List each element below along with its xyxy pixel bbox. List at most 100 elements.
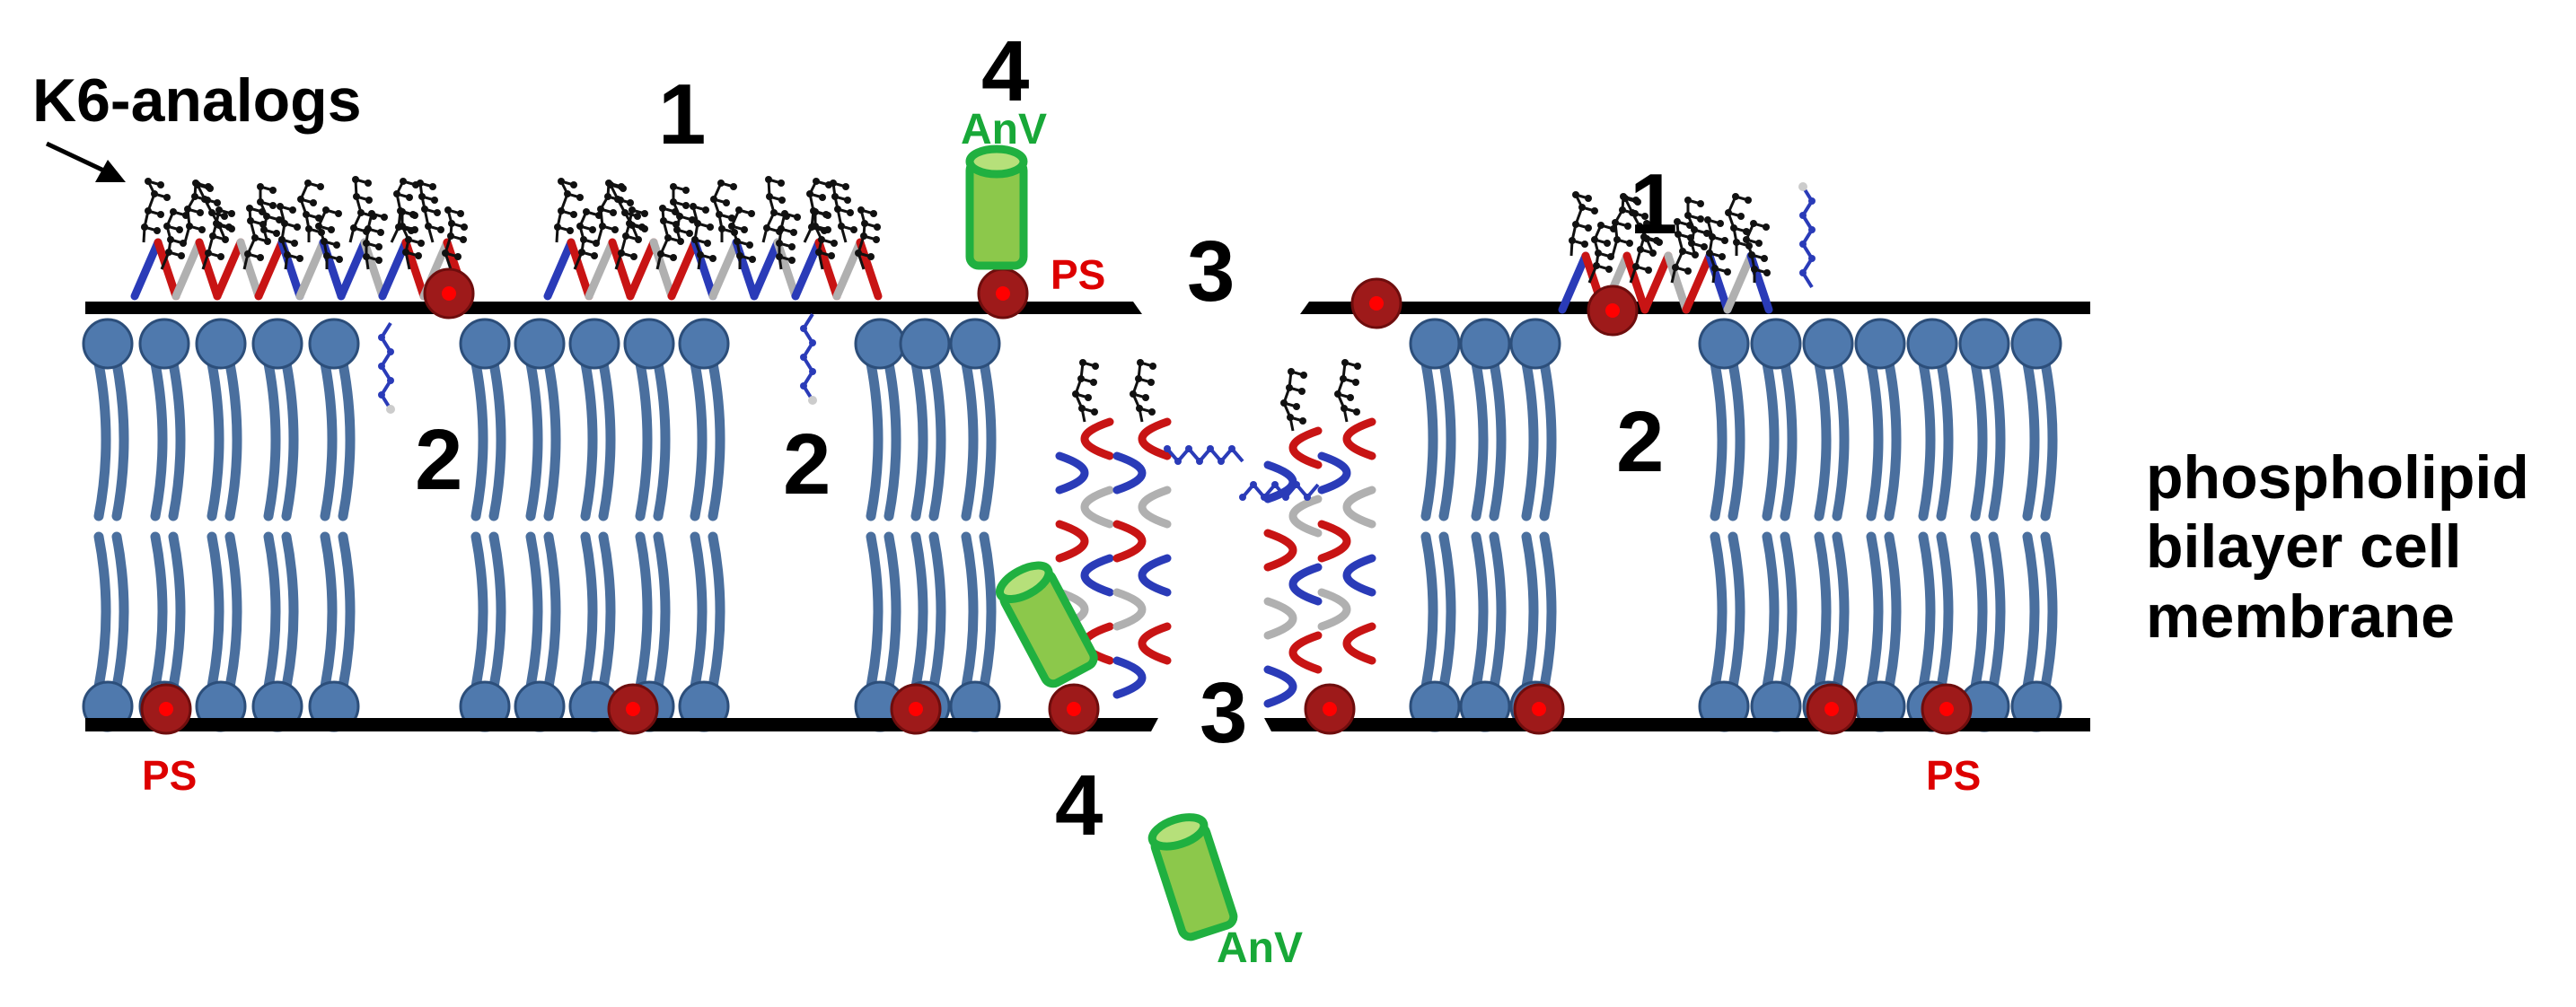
label-1-left: 1 [658,66,706,162]
atom [1147,379,1155,386]
helix-turn [1138,417,1172,460]
ps-center [1323,702,1337,716]
atom [365,197,373,204]
atom [291,240,298,247]
peptide-sidechain [1684,197,1710,257]
atom [808,396,817,405]
helix-turn [1342,554,1376,597]
helix-turn [1317,588,1351,631]
atom [1174,458,1182,465]
lipid-tail-upper [1420,358,1456,521]
pore-helix [1055,417,1114,665]
atom [1185,445,1192,452]
atom [1645,267,1652,274]
lipid-tail-upper [1918,358,1954,521]
lipid-tail-lower [690,531,725,692]
peptide-ribbon [130,238,163,301]
peptide-sidechain [607,181,648,243]
atom [1656,239,1663,246]
atom [273,230,280,237]
atom [1149,363,1156,370]
atom [1271,481,1279,488]
ps-label-top: PS [1051,251,1105,298]
atom [434,209,441,216]
atom [276,216,283,223]
lipid-head-upper [1698,318,1750,370]
label-3-top: 3 [1187,223,1235,320]
helix-turn [1138,486,1172,529]
peptide-ribbon [567,238,593,301]
atom [570,181,577,188]
peptide-sidechain [297,180,325,242]
lipid-head-upper [854,318,906,370]
atom [847,209,854,216]
peptide-ribbon [295,238,328,301]
atom [1581,241,1588,248]
peptide-sidechain [1280,368,1307,432]
ps-center [1532,702,1546,716]
peptide-sidechain [1587,222,1617,284]
atom [1091,408,1098,416]
lipid-head-upper [195,318,247,370]
atom [294,223,301,231]
lipid-tail-lower [207,531,242,692]
atom [1719,253,1726,260]
lipid-head-upper [514,318,566,370]
atom [1261,494,1268,501]
peptide-sidechain [855,206,881,270]
lipid-head-upper [568,318,620,370]
lipid-head-upper [1750,318,1802,370]
helix-turn [1288,495,1323,538]
lipid-head-upper [2010,318,2062,370]
atom [870,210,877,217]
anv-cap [995,561,1053,604]
atom [620,185,627,192]
atom [269,187,277,194]
pore-helix [1112,417,1172,699]
atom [1282,494,1289,501]
atom [198,226,206,233]
helix-turn [1080,486,1114,529]
peptide-ribbon [608,238,635,301]
atom [1250,481,1257,488]
atom [686,230,693,237]
peptide-ribbon [856,238,883,301]
peptide-ribbon [1682,251,1714,314]
peptide-sidechain [670,183,696,243]
lipid-tail-lower [866,531,901,692]
atom [670,254,677,261]
atom [336,256,343,263]
lipid-tail-upper [1814,358,1850,521]
peptide-ribbon [171,238,204,301]
pore-lysine-network [1164,445,1320,501]
atom [794,214,801,221]
label-2-c: 2 [1616,394,1664,490]
ps-head [1921,683,1973,735]
atom [873,236,880,243]
lipid-tail-lower [2022,531,2058,692]
lipid-tail-upper [525,358,561,521]
lipid-tail-upper [150,358,186,521]
ps-head [1048,683,1100,735]
lipid-tail-lower [320,531,356,692]
label-4-top: 4 [981,23,1029,119]
helix-turn [1080,554,1114,597]
ps-center [159,702,173,716]
annexin-v-proteins [965,144,1238,941]
peptide-sidechain [417,180,444,243]
lipid-tail-lower [525,531,561,692]
atom [611,226,619,233]
atom [867,253,875,260]
peptide-sidechain [710,180,738,242]
atom [1634,198,1641,206]
lipid-tail-lower [1420,531,1456,692]
atom [460,236,467,243]
atom [842,183,849,190]
atom [381,214,388,221]
peptide-sidechain [1569,191,1598,257]
atom [709,255,717,262]
lipid-tail-lower [93,531,129,692]
peptide-ribbon [626,238,658,301]
atom [454,253,462,260]
atom [157,211,164,218]
